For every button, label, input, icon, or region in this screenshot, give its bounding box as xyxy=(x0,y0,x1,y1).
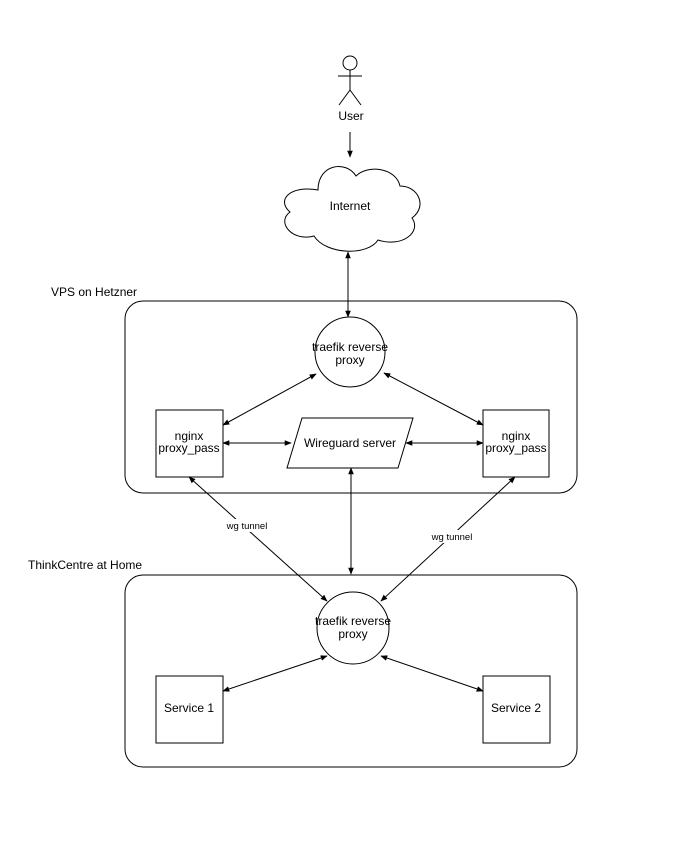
home-container xyxy=(124,574,578,768)
internet-cloud-icon xyxy=(284,166,421,252)
nginx-right-label-line1: nginx xyxy=(502,429,531,443)
nginx-left-label-line2: proxy_pass xyxy=(158,441,219,455)
home-traefik-label-line2: proxy xyxy=(338,627,367,641)
edge-vps-traefik-nginx-right xyxy=(383,372,484,426)
vps-traefik-label-line1: traefik reverse xyxy=(312,340,388,354)
nginx-right-label-line2: proxy_pass xyxy=(485,441,546,455)
vps-title: VPS on Hetzner xyxy=(51,285,137,299)
nginx-right-node xyxy=(482,409,550,478)
wireguard-server-label: Wireguard server xyxy=(304,436,396,450)
home-traefik-node xyxy=(316,591,390,665)
home-title: ThinkCentre at Home xyxy=(28,558,142,572)
vps-traefik-label-line2: proxy xyxy=(335,353,364,367)
wg-tunnel-left-label: wg tunnel xyxy=(226,521,268,532)
user-actor-icon xyxy=(338,55,362,106)
nginx-left-label-line1: nginx xyxy=(175,429,204,443)
service2-node xyxy=(482,675,551,744)
nginx-left-node xyxy=(155,409,224,478)
edge-vps-traefik-nginx-left xyxy=(222,373,317,426)
user-label: User xyxy=(338,109,363,123)
wg-tunnel-right-label-bg xyxy=(430,530,473,543)
wg-tunnel-right-label: wg tunnel xyxy=(431,532,473,543)
edge-wg-tunnel-left xyxy=(188,476,328,602)
edge-home-traefik-service1 xyxy=(222,655,328,692)
internet-label: Internet xyxy=(330,199,371,213)
service1-node xyxy=(155,675,224,744)
home-traefik-label-line1: traefik reverse xyxy=(315,614,391,628)
wg-tunnel-left-label-bg xyxy=(226,519,269,532)
service2-label: Service 2 xyxy=(491,701,541,715)
edge-home-traefik-service2 xyxy=(380,655,484,692)
wireguard-server-node xyxy=(286,417,414,469)
service1-label: Service 1 xyxy=(164,701,214,715)
